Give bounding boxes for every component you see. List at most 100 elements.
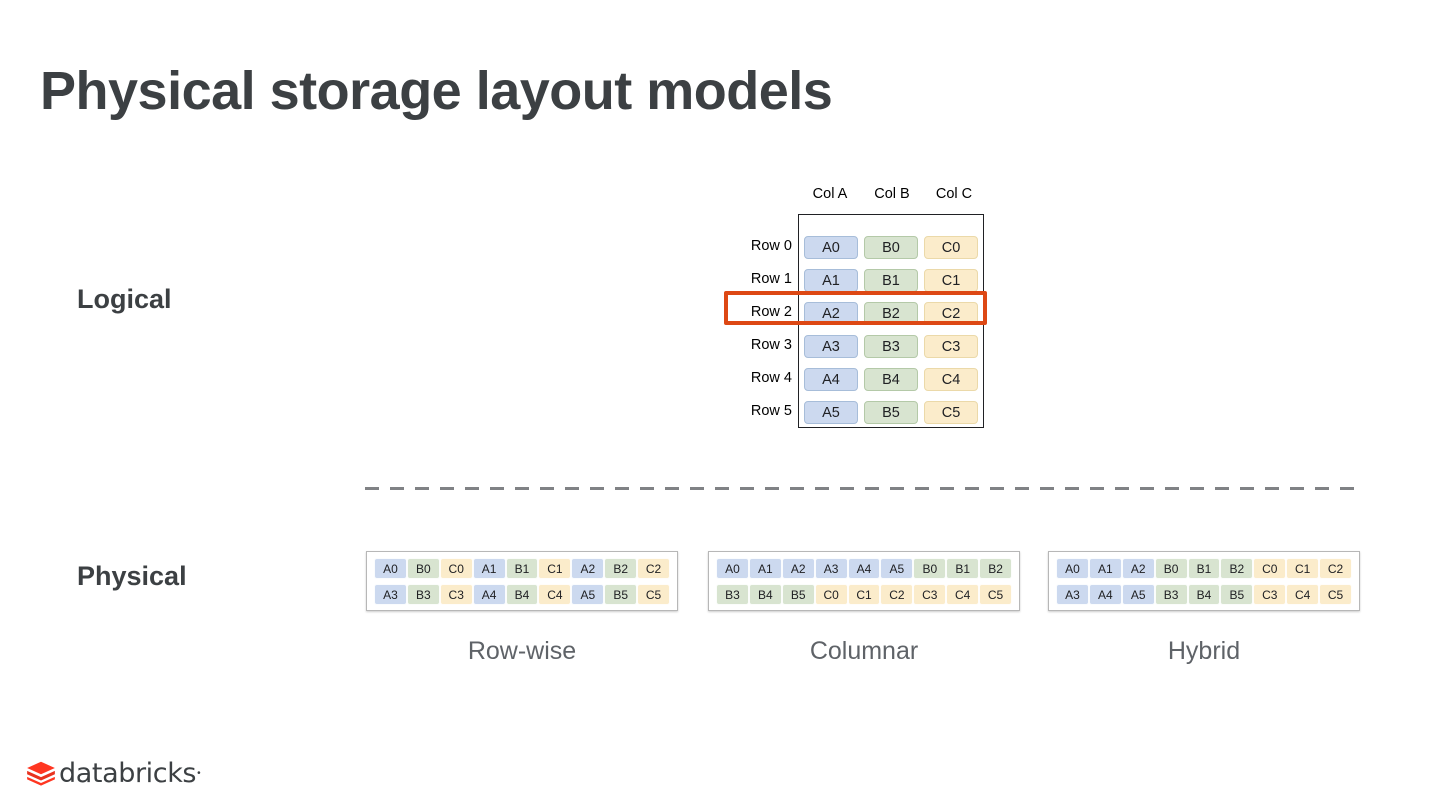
- physical-cell: B5: [604, 584, 638, 605]
- logical-cell: B1: [864, 269, 918, 292]
- physical-cell: B0: [406, 558, 440, 579]
- physical-cell: C2: [880, 584, 914, 605]
- physical-cell: A3: [814, 558, 848, 579]
- physical-cell: A0: [374, 558, 407, 579]
- logical-column-headers: Col A Col B Col C: [798, 186, 988, 202]
- caption-columnar: Columnar: [809, 637, 919, 665]
- logical-column-header: Col A: [812, 186, 848, 202]
- physical-cell: C5: [979, 584, 1013, 605]
- physical-cell: A5: [1121, 584, 1155, 605]
- physical-cell: B3: [406, 584, 440, 605]
- section-divider: [365, 487, 1360, 490]
- logical-cell: A5: [804, 401, 858, 424]
- logical-row-label: Row 2: [750, 304, 792, 320]
- physical-cell: B1: [1187, 558, 1221, 579]
- logical-row-labels: Row 0 Row 1 Row 2 Row 3 Row 4 Row 5: [720, 230, 792, 428]
- logical-cell: C0: [924, 236, 978, 259]
- physical-cell: C5: [637, 584, 671, 605]
- logical-column-header: Col B: [874, 186, 910, 202]
- physical-cell: B2: [979, 558, 1013, 579]
- physical-cell: A2: [571, 558, 605, 579]
- physical-cell: A5: [880, 558, 914, 579]
- logical-row-label: Row 4: [750, 370, 792, 386]
- logical-column-header: Col C: [935, 186, 973, 202]
- physical-cell: C2: [1319, 558, 1353, 579]
- physical-cell: A4: [472, 584, 506, 605]
- physical-cell: A2: [1121, 558, 1155, 579]
- physical-cell: B4: [505, 584, 539, 605]
- physical-cell: C2: [637, 558, 671, 579]
- logical-cell: A2: [804, 302, 858, 325]
- databricks-trademark: •: [197, 767, 201, 779]
- logical-row-label: Row 5: [750, 403, 792, 419]
- physical-cell: B5: [781, 584, 815, 605]
- logical-row-label: Row 3: [750, 337, 792, 353]
- physical-cell: A0: [716, 558, 749, 579]
- table-row: A2 B2 C2: [799, 297, 983, 330]
- physical-cell: C3: [1253, 584, 1287, 605]
- table-row: A5 B5 C5: [799, 396, 983, 429]
- logical-cell: C5: [924, 401, 978, 424]
- physical-cell: A3: [1056, 584, 1089, 605]
- logical-cell: B4: [864, 368, 918, 391]
- physical-cell: C0: [814, 584, 848, 605]
- physical-cell: C1: [847, 584, 881, 605]
- physical-cell: A1: [1088, 558, 1122, 579]
- physical-cell: A4: [1088, 584, 1122, 605]
- logical-row-label: Row 1: [750, 271, 792, 287]
- physical-cell: C4: [946, 584, 980, 605]
- physical-cell: C0: [1253, 558, 1287, 579]
- page-title: Physical storage layout models: [40, 61, 833, 121]
- physical-cell: B2: [604, 558, 638, 579]
- logical-cell: C2: [924, 302, 978, 325]
- logical-cell: A1: [804, 269, 858, 292]
- physical-cell: B3: [1154, 584, 1188, 605]
- logical-cell: A4: [804, 368, 858, 391]
- databricks-logo-icon: [27, 761, 55, 786]
- physical-cell: A5: [571, 584, 605, 605]
- table-row: A1 B1 C1: [799, 264, 983, 297]
- databricks-logo: databricks •: [26, 758, 201, 788]
- logical-cell: B3: [864, 335, 918, 358]
- physical-cell: B4: [1187, 584, 1221, 605]
- logical-cell: A0: [804, 236, 858, 259]
- logical-cell: C3: [924, 335, 978, 358]
- logical-cell: B2: [864, 302, 918, 325]
- physical-cell: A1: [472, 558, 506, 579]
- physical-cell: C5: [1319, 584, 1353, 605]
- physical-cell: C3: [913, 584, 947, 605]
- physical-cell: C4: [538, 584, 572, 605]
- physical-cell: A1: [748, 558, 782, 579]
- physical-cell: C1: [1286, 558, 1320, 579]
- physical-cell: B1: [946, 558, 980, 579]
- databricks-wordmark: databricks: [59, 757, 197, 789]
- logical-row-label: Row 0: [750, 238, 792, 254]
- section-label-physical: Physical: [77, 561, 187, 591]
- logical-cell: C1: [924, 269, 978, 292]
- logical-cell: A3: [804, 335, 858, 358]
- physical-cell: C4: [1286, 584, 1320, 605]
- physical-cell: B4: [748, 584, 782, 605]
- physical-cell: B1: [505, 558, 539, 579]
- caption-hybrid: Hybrid: [1167, 637, 1241, 665]
- logical-cell: B5: [864, 401, 918, 424]
- physical-cell: C1: [538, 558, 572, 579]
- physical-cell: C0: [439, 558, 473, 579]
- physical-cell: B0: [913, 558, 947, 579]
- physical-cell: B2: [1220, 558, 1254, 579]
- table-row: A3 B3 C3: [799, 330, 983, 363]
